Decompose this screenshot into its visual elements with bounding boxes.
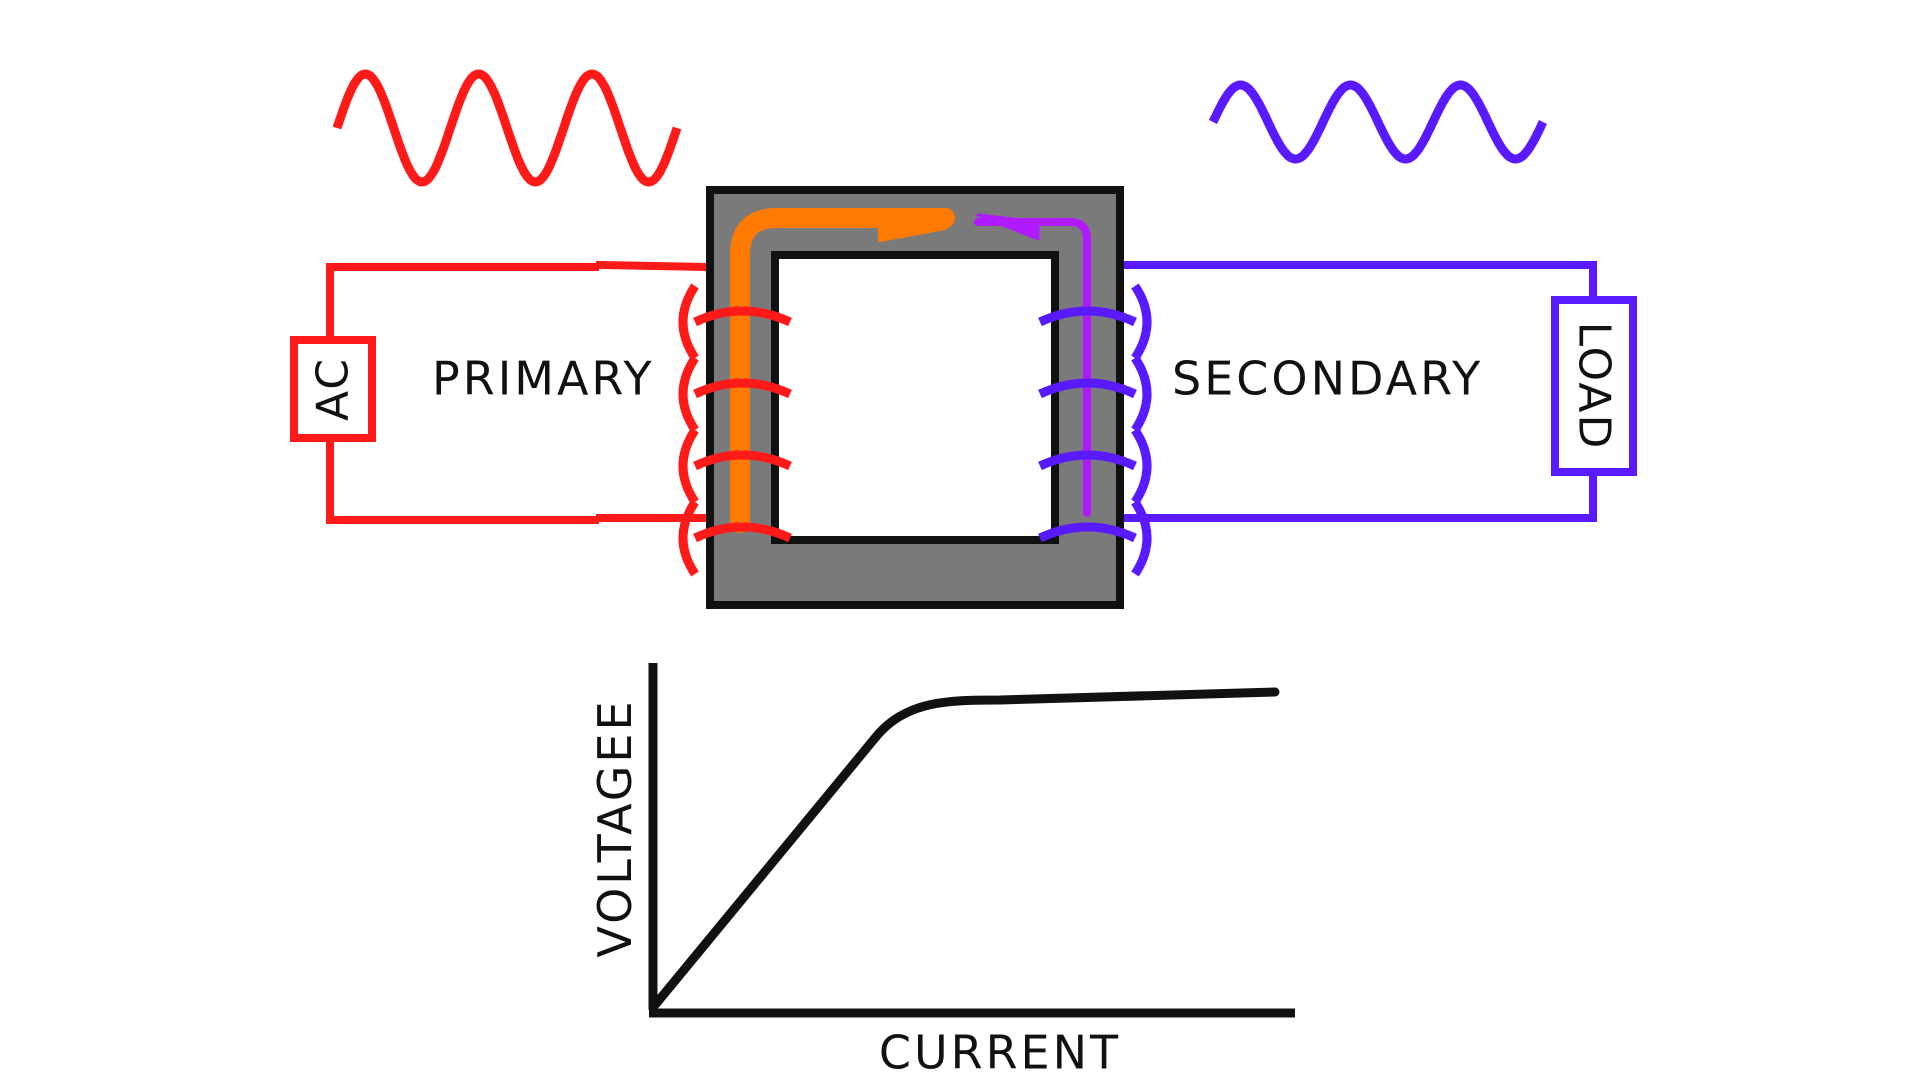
load-box: [1551, 296, 1637, 476]
primary-label: PRIMARY: [432, 352, 655, 406]
ac-source-label: AC: [308, 357, 359, 421]
secondary-flux-path: [974, 218, 1091, 517]
secondary-bottom-wire: [1224, 468, 1597, 522]
primary-coil-turn-front: [693, 522, 792, 543]
secondary-coil-turn-front: [1038, 522, 1137, 543]
secondary-coil-turn-front: [1038, 378, 1137, 399]
secondary-coil-turn-back: [1131, 427, 1152, 505]
primary-waveform: [332, 69, 682, 187]
load: LOAD: [1551, 296, 1637, 476]
secondary-label: SECONDARY: [1172, 352, 1483, 406]
primary-coil-turn-back: [678, 427, 699, 505]
secondary-coil-turn-back: [1131, 355, 1152, 433]
primary-coil-turn-front: [693, 450, 792, 471]
ac-source-box: [290, 336, 376, 442]
secondary-coil-front: [1038, 306, 1137, 543]
saturation-curve: [650, 687, 1280, 1010]
primary-bottom-wire: [326, 434, 599, 524]
secondary-top-wire: [1224, 261, 1597, 304]
primary-flux-path: [730, 208, 955, 533]
secondary-flux-arrow-icon: [976, 213, 1040, 241]
core-window: [771, 251, 1059, 544]
primary-top-wire: [326, 263, 599, 344]
secondary-coil-turn-front: [1038, 450, 1137, 471]
primary-coil-turn-back: [678, 283, 699, 361]
secondary-circuit-wires: [1116, 261, 1597, 522]
transformer-core: [706, 186, 1124, 609]
secondary-coil-turn-back: [1131, 499, 1152, 577]
primary-coil-turn-front: [693, 306, 792, 327]
primary-coil-turn-back: [678, 499, 699, 577]
primary-top-lead: [595, 260, 715, 272]
primary-flux-arrow-icon: [878, 209, 947, 242]
ac-source: AC: [290, 336, 376, 442]
secondary-coil-turn-front: [1038, 306, 1137, 327]
x-axis-label: CURRENT: [879, 1026, 1121, 1080]
secondary-waveform: [1208, 80, 1548, 164]
secondary-coil-turn-back: [1131, 283, 1152, 361]
primary-coil-front: [693, 306, 792, 543]
vi-curve: VOLTAGEE CURRENT: [588, 663, 1295, 1080]
load-label: LOAD: [1569, 322, 1620, 451]
primary-coil-turn-front: [693, 378, 792, 399]
primary-coil-turn-back: [678, 355, 699, 433]
y-axis-label: VOLTAGEE: [588, 698, 642, 957]
